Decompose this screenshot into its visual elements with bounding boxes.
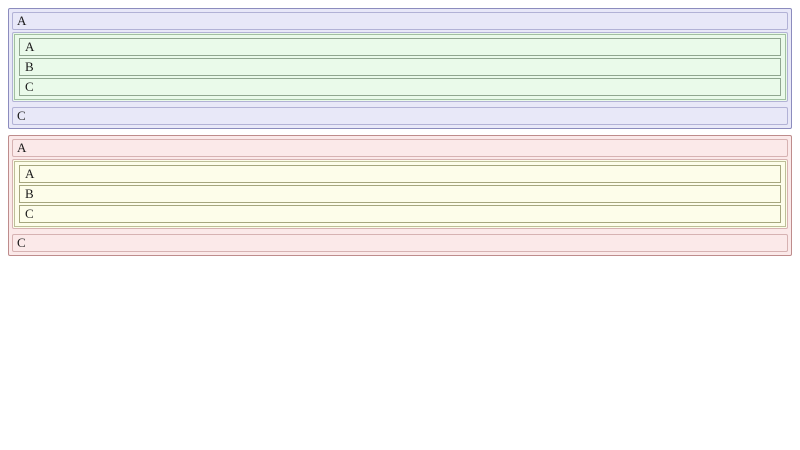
nested-wrapper: A B C	[12, 159, 788, 229]
page: { "page": { "background": "#ffffff", "te…	[8, 8, 792, 256]
outer-row-a: A	[12, 12, 788, 30]
inner-row-a: A	[19, 165, 781, 183]
outer-row-a: A	[12, 139, 788, 157]
outer-box-pink: A A B C C	[8, 135, 792, 256]
nested-wrapper: A B C	[12, 32, 788, 102]
inner-box-green: A B C	[14, 34, 786, 100]
content: A A B C C A A B C C	[8, 8, 792, 256]
inner-box-yellow: A B C	[14, 161, 786, 227]
outer-box-lavender: A A B C C	[8, 8, 792, 129]
inner-row-a: A	[19, 38, 781, 56]
inner-row-c: C	[19, 78, 781, 96]
inner-row-c: C	[19, 205, 781, 223]
outer-row-c: C	[12, 234, 788, 252]
inner-row-b: B	[19, 58, 781, 76]
outer-row-c: C	[12, 107, 788, 125]
inner-row-b: B	[19, 185, 781, 203]
